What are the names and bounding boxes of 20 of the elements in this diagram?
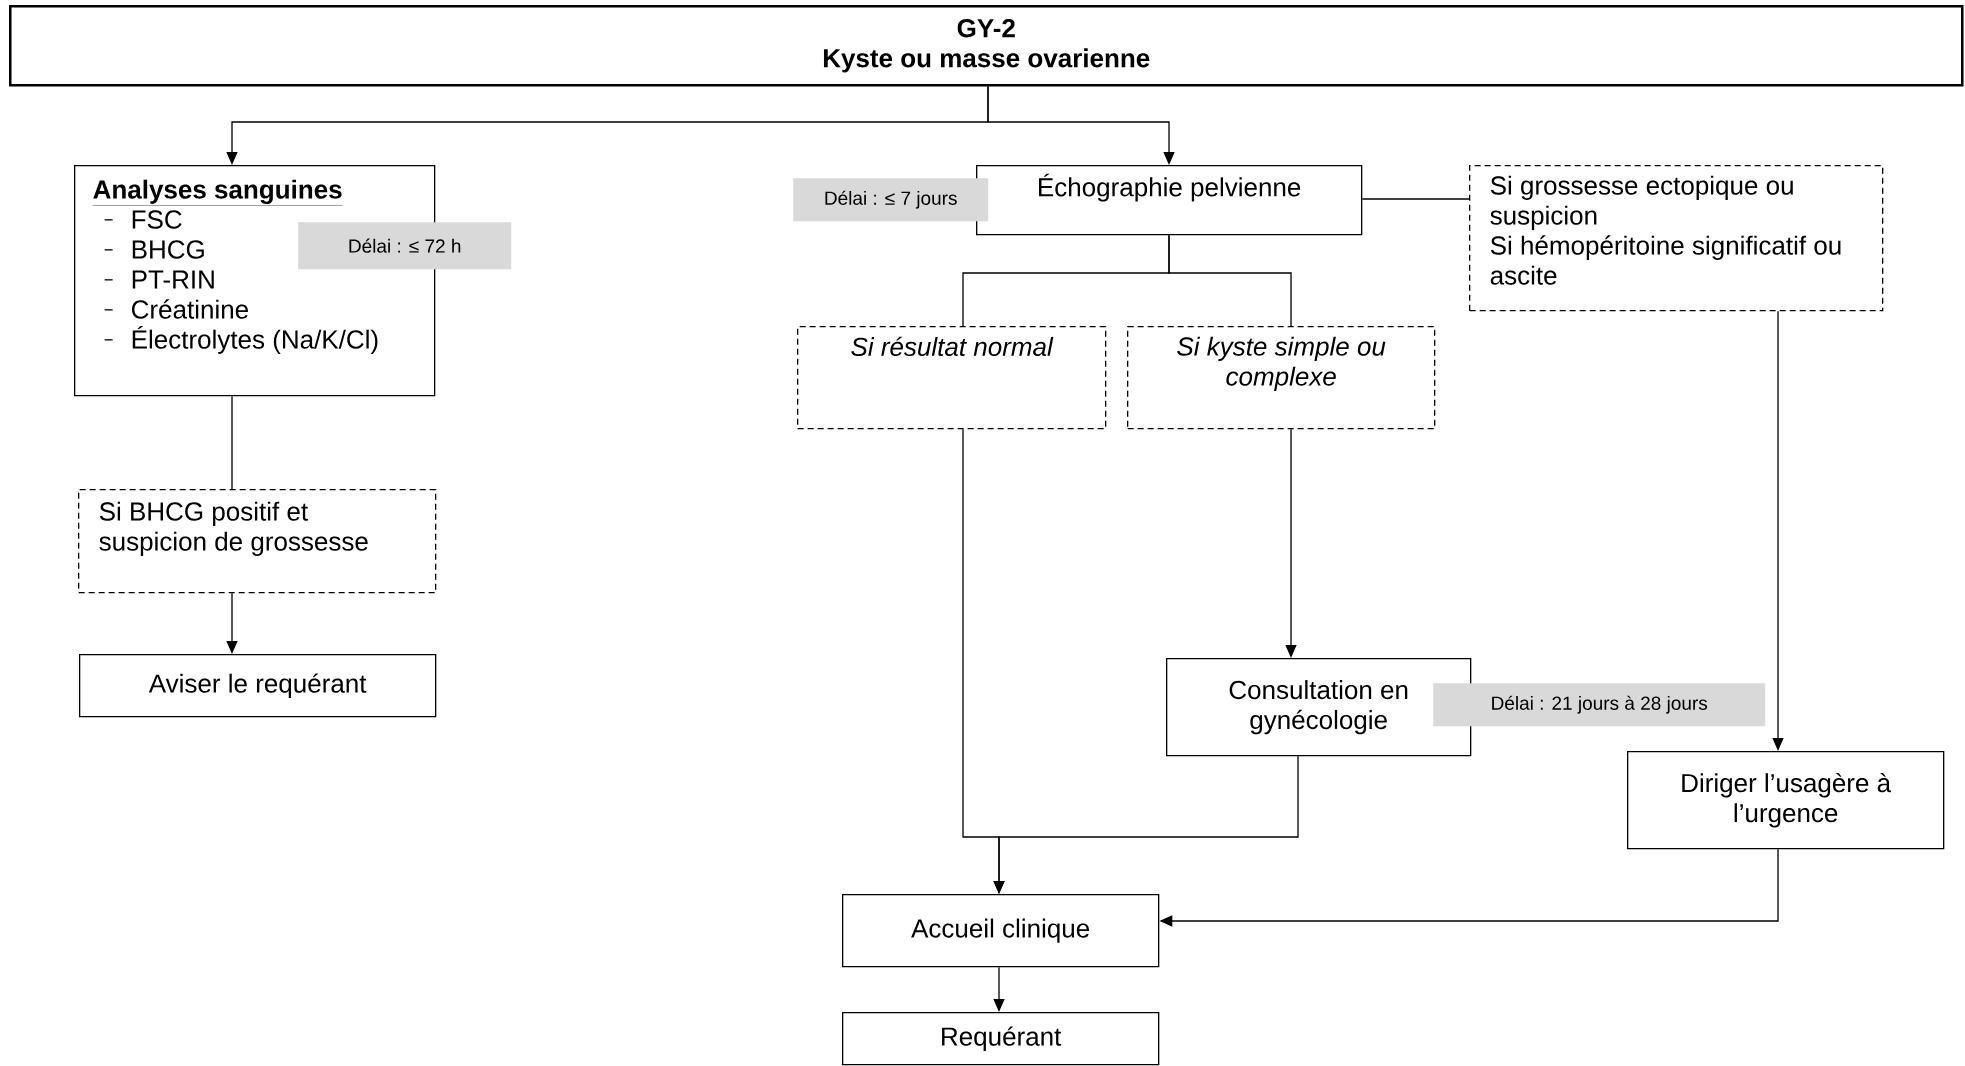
process-box: Aviser le requérant [79,654,437,718]
node-label: FSC [132,210,182,229]
condition-box: Si résultat normal [797,326,1107,430]
delay-label: Délai : ≤ 7 jours [793,178,989,222]
node-label: Créatinine [131,299,248,319]
process-box: Accueil clinique [842,894,1160,968]
process-box: Consultation en gynécologie [1166,658,1472,757]
process-box: Diriger l’usagère à l’urgence [1627,751,1945,850]
delay-label: Délai : 21 jours à 28 jours [1433,683,1766,727]
node-label: PT-RIN [132,270,214,289]
condition-box: Si grossesse ectopique ou suspicion Si hémopéritoine significatif ou ascite [1469,165,1884,312]
process-box: Requérant [842,1012,1160,1066]
node-label: BHCG [132,240,204,259]
delay-label: Délai : ≤ 72 h [298,222,512,270]
condition-box: Si BHCG positif et suspicion de grossesse [78,489,437,594]
process-box: Échographie pelvienne [976,165,1363,236]
node-label: Analyses sanguines [93,179,342,204]
title-box: GY-2 Kyste ou masse ovarienne [9,5,1964,87]
condition-box: Si kyste simple ou complexe [1127,326,1436,430]
node-label: Électrolytes (Na/K/Cl) [132,325,378,354]
